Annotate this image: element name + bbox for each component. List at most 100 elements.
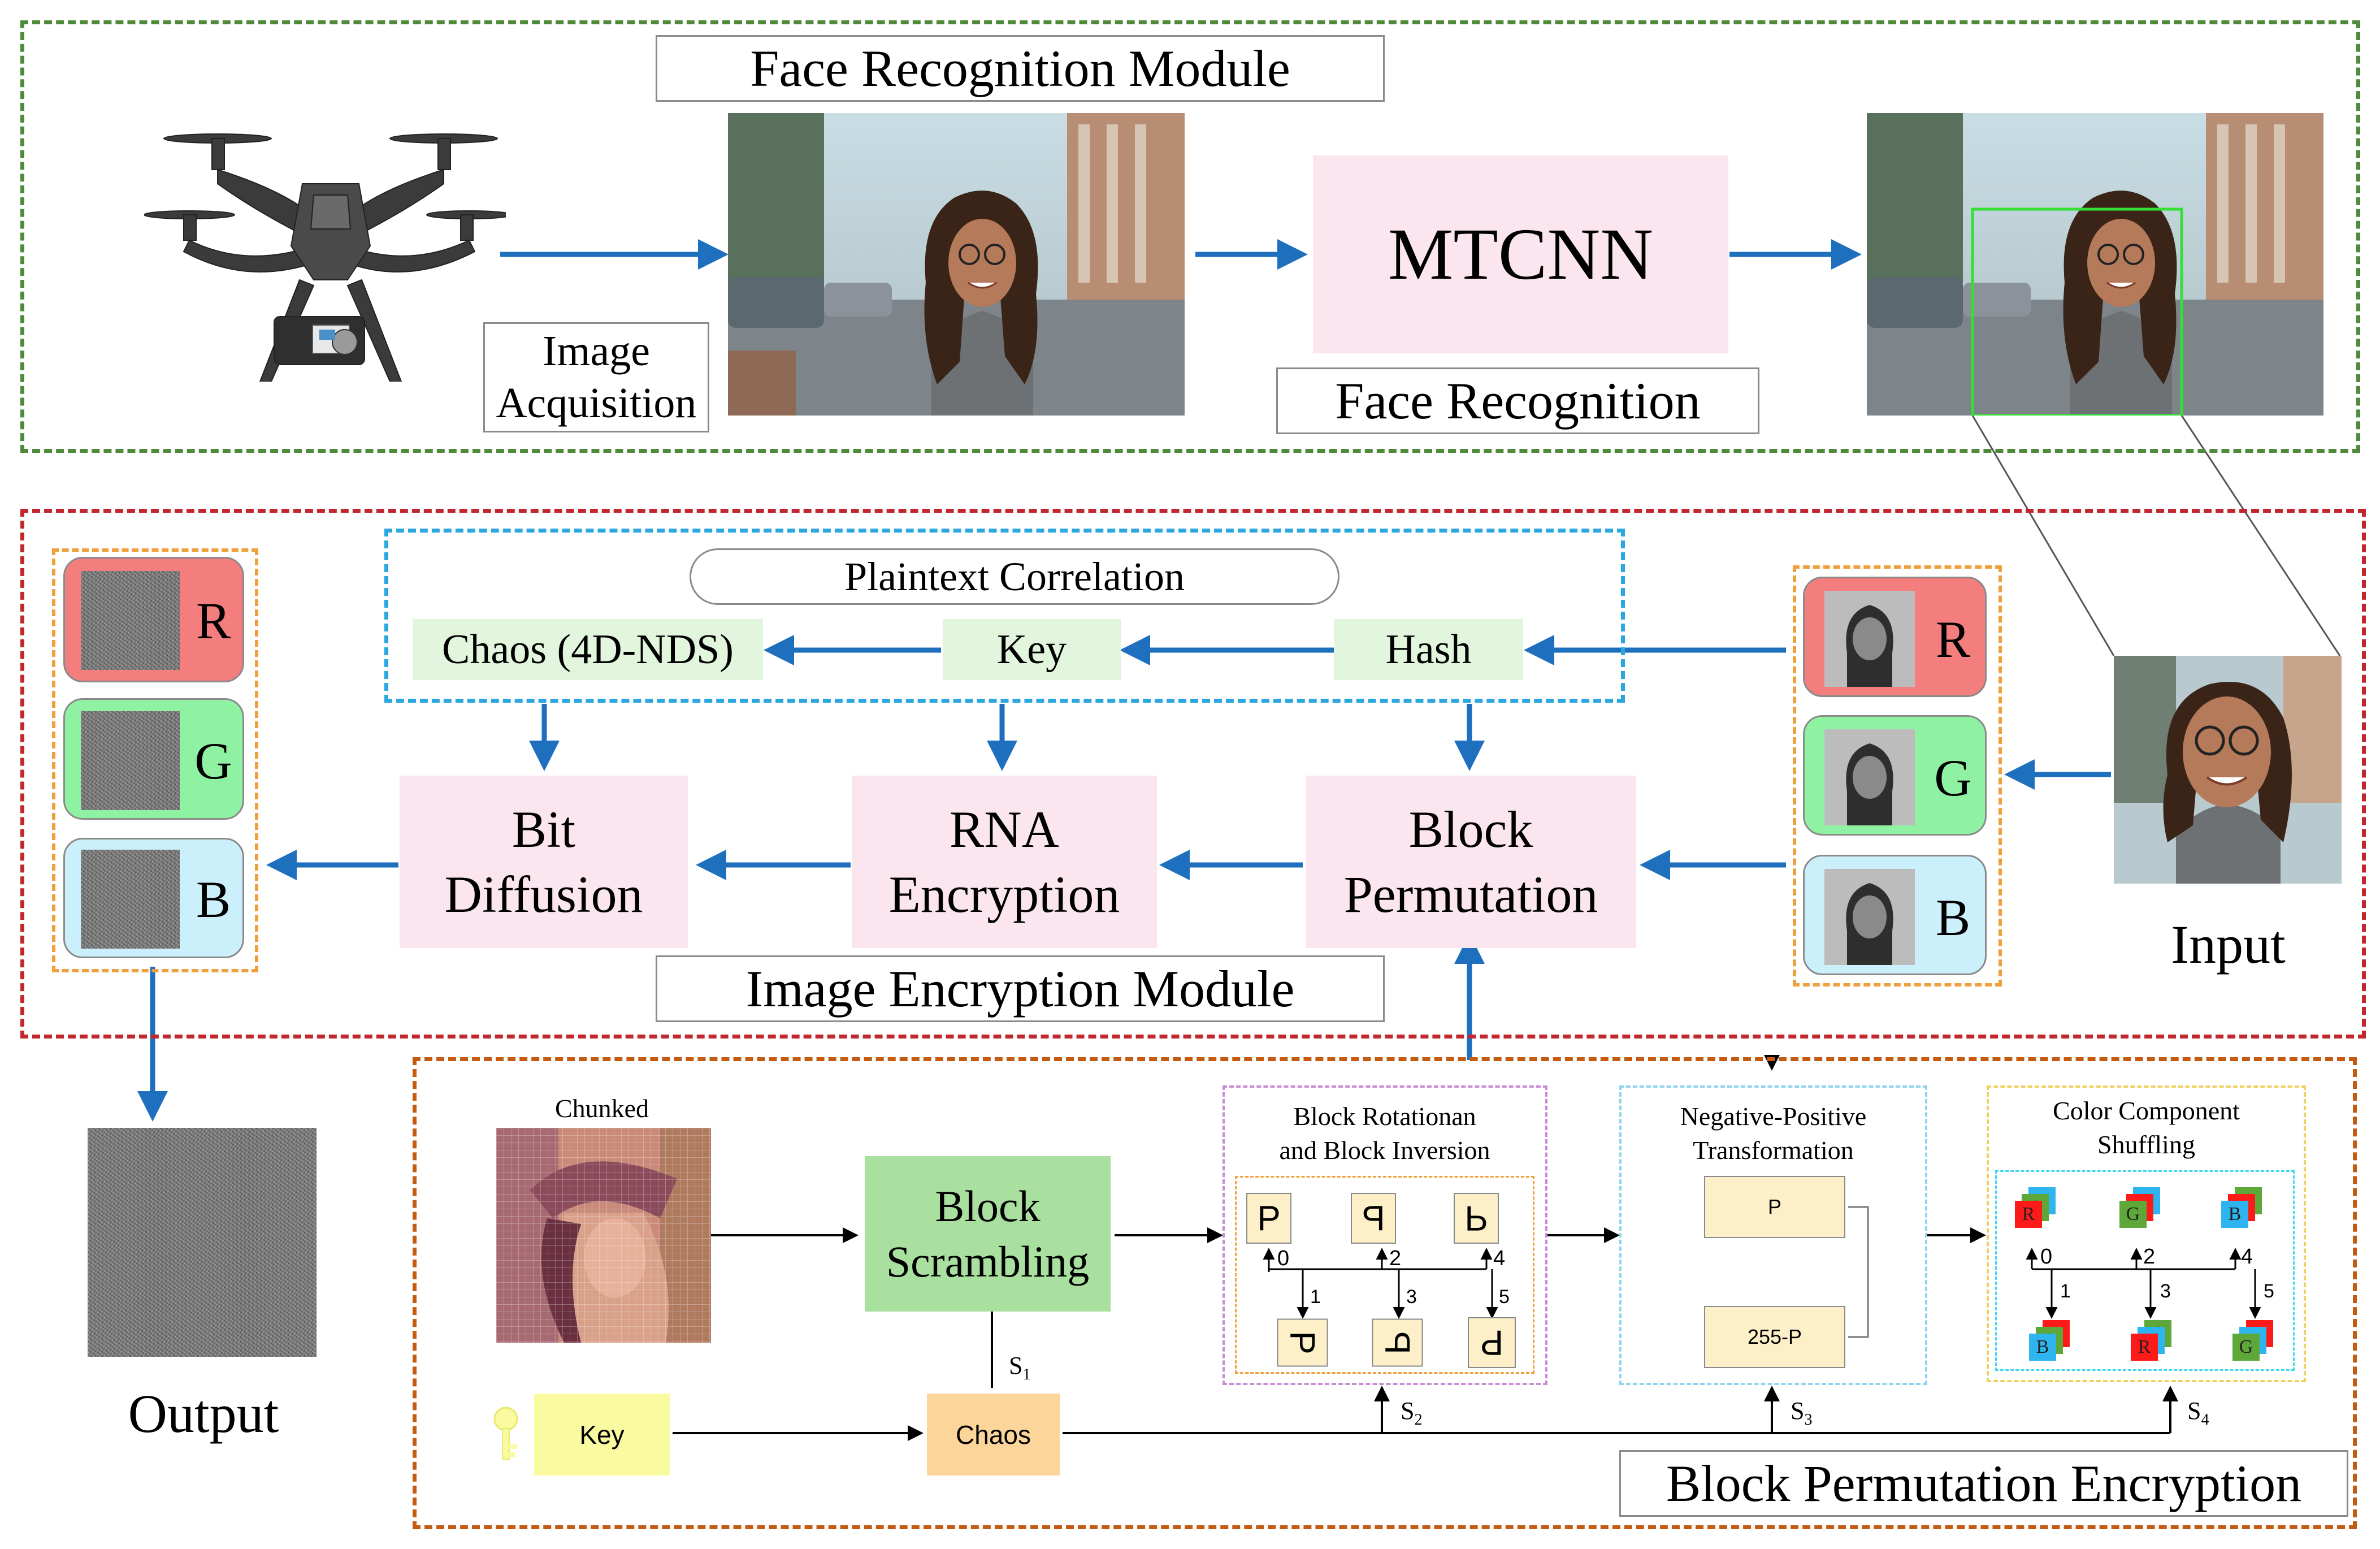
key-box: Key [943,619,1121,680]
block-rotation-inner [1235,1176,1534,1374]
color-shuffle-title: Color Component Shuffling [1995,1094,2297,1162]
s4-label: S4 [2187,1397,2209,1429]
color-square-2-b: B [2221,1201,2248,1228]
block-permutation-encryption-frame [413,1057,2357,1529]
rotation-num-4: 4 [1493,1247,1506,1270]
color-num-bottom-1: 3 [2160,1280,2171,1302]
negpos-title-line1: Negative-Positive [1680,1102,1867,1131]
color-num-top-0: 0 [2040,1245,2053,1269]
encryption-module-title: Image Encryption Module [656,955,1385,1022]
input-channel-g: G [1803,715,1987,836]
output-channel-r-label: R [196,592,231,650]
input-channel-r: R [1803,577,1987,697]
block-perm-line1: Block [1408,800,1533,858]
output-cipher-image [88,1128,317,1357]
input-channel-b: B [1803,855,1987,975]
color-title-line1: Color Component [2053,1096,2240,1126]
color-square-3-b: B [2029,1334,2056,1361]
image-encryption-module-frame [20,509,2366,1039]
input-face-crop [2114,656,2342,884]
input-channel-g-label: G [1934,748,1972,807]
block-scrambling-line1: Block [935,1182,1041,1231]
negpos-title: Negative-Positive Transformation [1628,1100,1919,1167]
s1-label: S1 [1009,1352,1031,1383]
input-gray-face-g [1824,729,1915,825]
input-channel-b-label: B [1935,888,1971,946]
input-gray-face-b [1824,869,1915,965]
s2-label: S2 [1401,1397,1423,1429]
color-title-line2: Shuffling [2097,1130,2195,1159]
output-noise-r [81,571,180,670]
rna-encryption-box: RNA Encryption [852,776,1157,948]
color-tree [2026,1248,2261,1319]
color-shuffle-inner [1995,1170,2295,1371]
rotation-tile-2: P [1351,1193,1396,1244]
input-channel-r-label: R [1935,610,1971,668]
street-photo [728,113,1185,416]
block-rotation-title: Block Rotationan and Block Inversion [1232,1100,1537,1167]
rotation-tile-4: P [1454,1193,1499,1244]
block-perm-line2: Permutation [1343,865,1598,923]
color-num-top-1: 2 [2143,1245,2156,1269]
color-square-4-r: R [2131,1334,2158,1361]
drone-icon [144,133,506,382]
output-noise-g [81,711,180,810]
rotation-tile-0: P [1246,1193,1291,1244]
output-noise-b [81,850,180,949]
zoom-line-right [2180,415,2341,656]
bit-diffusion-box: Bit Diffusion [400,776,688,948]
rotation-num-1: 1 [1310,1286,1321,1308]
face-module-title: Face Recognition Module [656,35,1385,102]
input-channels-frame [1793,565,2002,986]
negpos-255p-box: 255-P [1704,1306,1845,1368]
output-channel-g: G [63,698,244,820]
rotation-num-2: 2 [1389,1247,1402,1270]
bit-diffusion-line1: Bit [511,800,576,858]
hash-box: Hash [1334,619,1523,680]
rotation-tile-3: P [1372,1318,1423,1367]
rotation-num-0: 0 [1277,1247,1290,1270]
plaintext-correlation-label: Plaintext Correlation [690,548,1339,605]
color-num-top-2: 4 [2241,1245,2253,1269]
rotation-tile-5: P [1468,1317,1516,1368]
negpos-panel [1619,1085,1927,1385]
bpe-chaos-box: Chaos [927,1394,1060,1476]
output-channel-g-label: G [194,732,232,790]
image-acquisition-line1: Image [543,327,650,375]
output-channel-r: R [63,557,244,682]
output-channel-b: B [63,838,244,958]
chunked-lena-image [496,1128,711,1343]
color-shuffle-panel [1987,1085,2306,1382]
zoom-line-left [1971,415,2115,656]
block-permutation-encryption-title: Block Permutation Encryption [1619,1450,2348,1517]
block-permutation-box: Block Permutation [1306,776,1636,948]
rna-line2: Encryption [888,865,1120,923]
plaintext-correlation-frame [384,529,1625,703]
input-label: Input [2171,914,2286,975]
bit-diffusion-line2: Diffusion [444,865,643,923]
rotation-num-5: 5 [1499,1286,1510,1308]
rotation-num-3: 3 [1406,1286,1417,1308]
color-num-bottom-2: 5 [2264,1280,2274,1302]
block-rotation-panel [1222,1085,1547,1385]
color-square-1-g: G [2119,1201,2147,1228]
image-acquisition-line2: Acquisition [496,379,697,427]
chunked-label: Chunked [554,1093,649,1123]
chaos-4d-nds-box: Chaos (4D-NDS) [413,619,763,680]
key-icon [493,1407,518,1460]
s3-label: S3 [1791,1397,1813,1429]
image-acquisition-box: Image Acquisition [483,322,709,432]
negpos-p-box: P [1704,1176,1845,1238]
output-channel-b-label: B [196,870,231,928]
rotation-tile-1: P [1277,1318,1328,1367]
mtcnn-box: MTCNN [1313,155,1728,353]
face-recognition-label: Face Recognition [1276,367,1759,434]
rotation-tree [1263,1248,1498,1319]
negpos-title-line2: Transformation [1693,1136,1854,1165]
detected-face-photo [1867,113,2323,416]
face-recognition-module-frame [20,20,2360,453]
negpos-connector [1848,1206,1869,1338]
bpe-key-box: Key [534,1394,670,1476]
